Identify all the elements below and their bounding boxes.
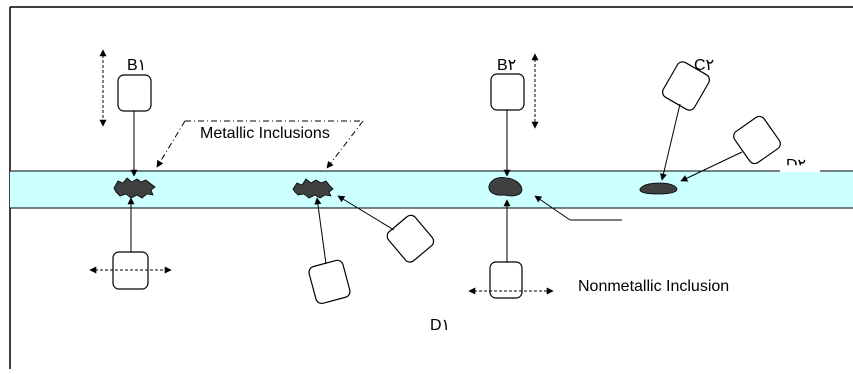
probe-bottom-left bbox=[89, 197, 172, 290]
probe-c2 bbox=[660, 61, 710, 181]
label-b1: B١ bbox=[127, 57, 147, 74]
metallic-inclusion-1 bbox=[113, 177, 156, 199]
probe-b2 bbox=[490, 53, 539, 177]
label-c2: C٢ bbox=[694, 57, 715, 74]
nonmetallic-inclusion-2 bbox=[639, 182, 678, 195]
probe-b1 bbox=[99, 49, 152, 177]
label-d2: D٢ bbox=[786, 158, 806, 165]
metallic-callout bbox=[156, 120, 364, 169]
label-d1: D١ bbox=[430, 317, 451, 334]
label-b2: B٢ bbox=[497, 57, 517, 74]
d2-label-mask bbox=[780, 164, 820, 172]
nonmetallic-inclusion-1 bbox=[488, 177, 523, 197]
probe-angled-bottom-1 bbox=[308, 197, 351, 305]
metallic-inclusion-2 bbox=[292, 178, 334, 199]
label-nonmetallic-inclusion: Nonmetallic Inclusion bbox=[578, 278, 730, 295]
nonmetallic-pointer bbox=[534, 195, 622, 221]
probe-d2 bbox=[680, 115, 781, 182]
probe-bottom-center bbox=[468, 199, 554, 299]
label-metallic-inclusions: Metallic Inclusions bbox=[198, 125, 332, 142]
probe-angled-bottom-2 bbox=[337, 195, 435, 263]
